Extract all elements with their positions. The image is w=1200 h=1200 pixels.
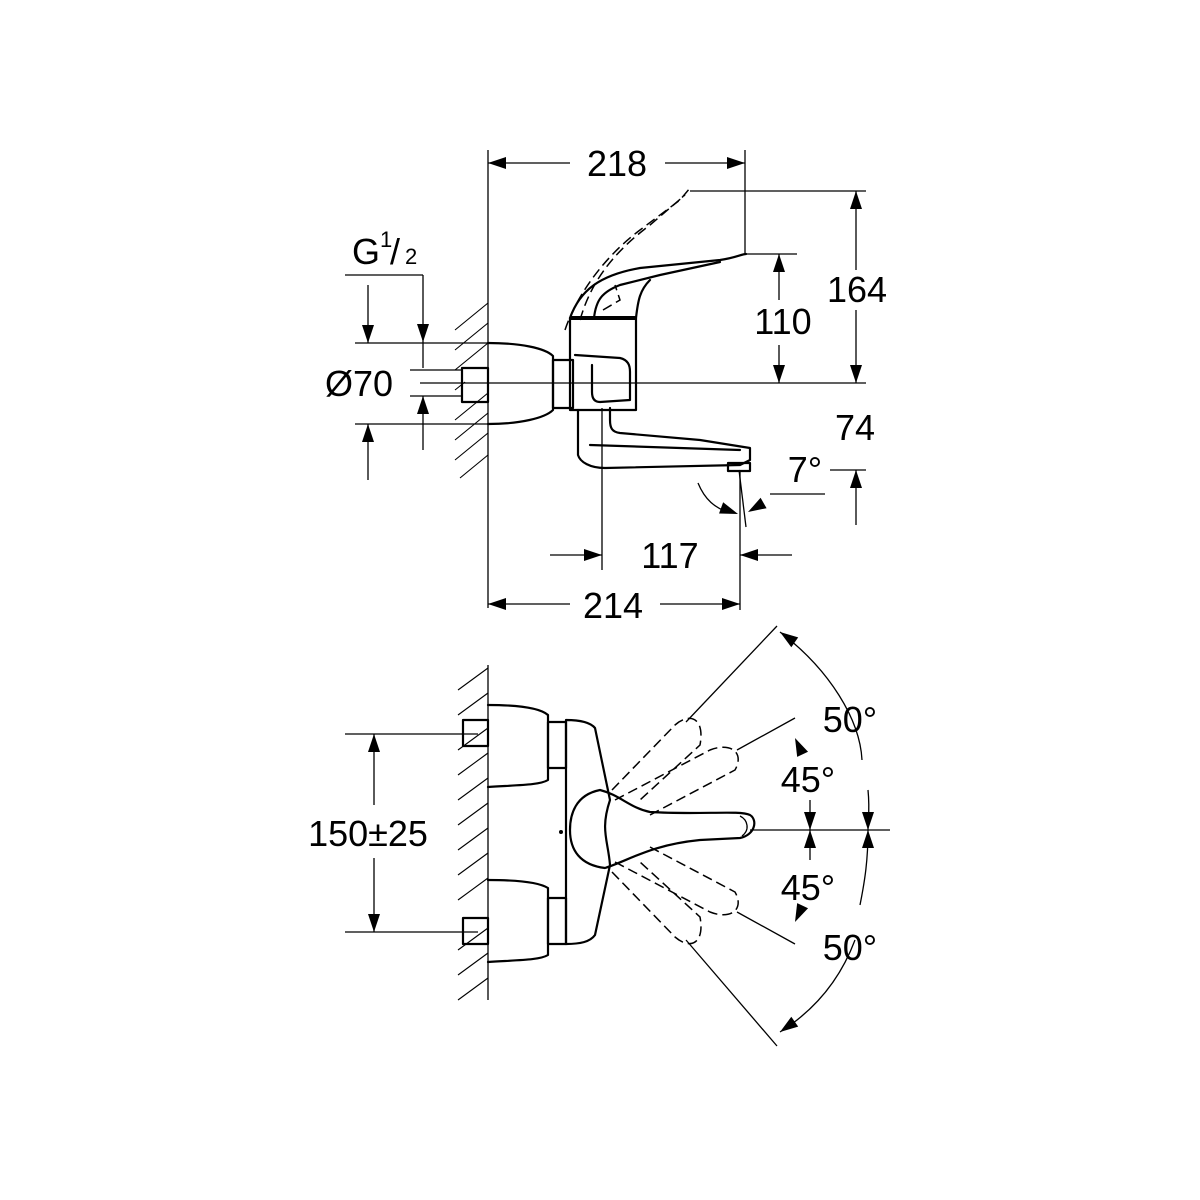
dim-117: 117 bbox=[550, 408, 792, 610]
wall-top bbox=[457, 665, 489, 1001]
dim-diameter: Ø70 bbox=[325, 285, 488, 480]
dim-218: 218 bbox=[488, 143, 746, 255]
dim-74: 74 bbox=[830, 407, 875, 525]
dim-label-218: 218 bbox=[587, 143, 647, 184]
dim-label-117: 117 bbox=[641, 535, 698, 576]
angle-label-lower-inner: 45° bbox=[781, 867, 835, 908]
angle-dims: 50° 45° 45° 50° bbox=[685, 625, 890, 1047]
dim-7deg: 7° bbox=[697, 449, 825, 528]
thread-label-num: 1 bbox=[380, 227, 392, 252]
dim-centre-distance: 150±25 bbox=[308, 733, 478, 933]
top-view: 50° 45° 45° 50° 150±25 bbox=[308, 625, 890, 1047]
wall-side bbox=[454, 150, 489, 608]
dim-label-110: 110 bbox=[754, 301, 811, 342]
dim-164: 164 bbox=[690, 190, 887, 383]
lever-positions bbox=[611, 717, 739, 945]
mixer-body-top bbox=[461, 703, 756, 964]
dim-label-7deg: 7° bbox=[788, 449, 822, 490]
dim-label-diameter: Ø70 bbox=[325, 363, 393, 404]
angle-label-lower-outer: 50° bbox=[823, 927, 877, 968]
thread-label-den: 2 bbox=[405, 244, 417, 269]
dim-110: 110 bbox=[746, 253, 812, 383]
svg-text:/: / bbox=[390, 231, 400, 272]
dim-label-centre-distance: 150±25 bbox=[308, 813, 428, 854]
mixer-body-side bbox=[460, 187, 752, 473]
dim-214: 214 bbox=[488, 585, 740, 626]
side-view: 218 164 110 74 bbox=[325, 143, 887, 626]
dim-label-214: 214 bbox=[583, 585, 643, 626]
angle-label-upper-outer: 50° bbox=[823, 699, 877, 740]
thread-label-g: G bbox=[352, 231, 380, 272]
dim-label-74: 74 bbox=[835, 407, 875, 448]
angle-label-upper-inner: 45° bbox=[781, 759, 835, 800]
dim-thread: G 1 / 2 bbox=[345, 227, 429, 368]
dim-label-164: 164 bbox=[827, 269, 887, 310]
